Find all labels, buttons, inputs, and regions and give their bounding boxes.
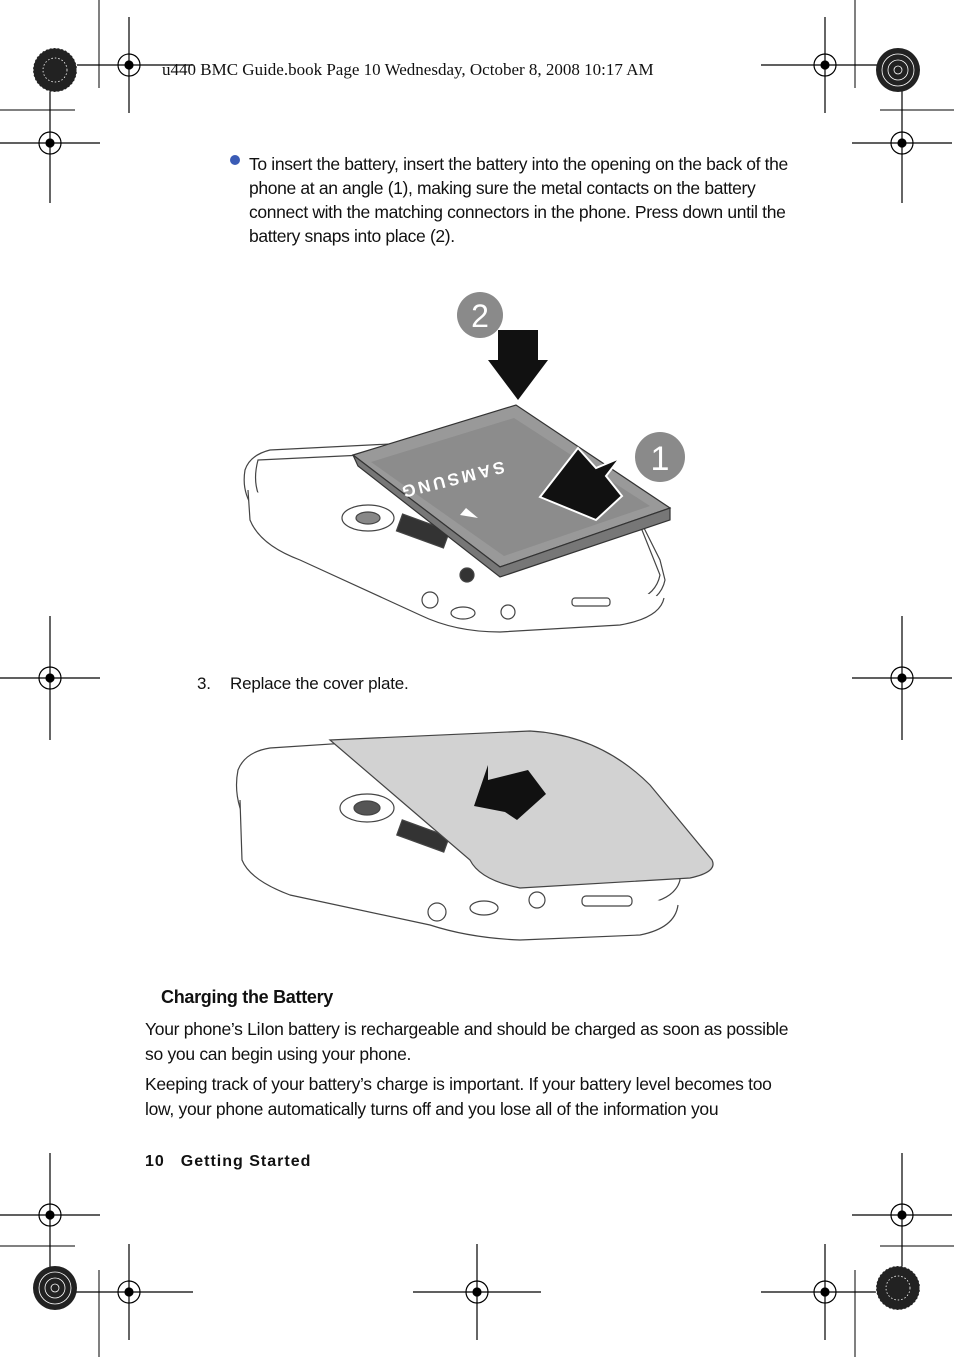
step-3: 3. Replace the cover plate. <box>197 674 409 694</box>
arrow-left-icon <box>538 446 624 522</box>
page-footer: 10 Getting Started <box>145 1153 311 1171</box>
print-info-header: u440 BMC Guide.book Page 10 Wednesday, O… <box>162 60 654 79</box>
registration-targets <box>0 17 952 1340</box>
page-number: 10 <box>145 1153 165 1170</box>
arrow-slide-icon <box>474 765 546 820</box>
paragraph-2: Keeping track of your battery’s charge i… <box>145 1074 772 1119</box>
callout-2-circle <box>457 292 503 338</box>
callout-1-label: 1 <box>651 440 670 478</box>
section-title: Charging the Battery <box>161 987 334 1007</box>
bullet-dot-icon <box>230 155 240 165</box>
star-targets <box>32 47 921 1311</box>
paragraph-1: Your phone’s LiIon battery is rechargeab… <box>145 1019 789 1064</box>
bullet-text: To insert the battery, insert the batter… <box>249 154 788 246</box>
arrow-down-icon <box>488 330 548 400</box>
chapter-name: Getting Started <box>180 1153 312 1170</box>
step-number: 3. <box>197 674 211 693</box>
callout-2-label: 2 <box>471 298 489 334</box>
step-text: Replace the cover plate. <box>230 674 409 693</box>
callout-1-circle <box>635 432 685 482</box>
bullet-item: To insert the battery, insert the batter… <box>230 152 790 248</box>
